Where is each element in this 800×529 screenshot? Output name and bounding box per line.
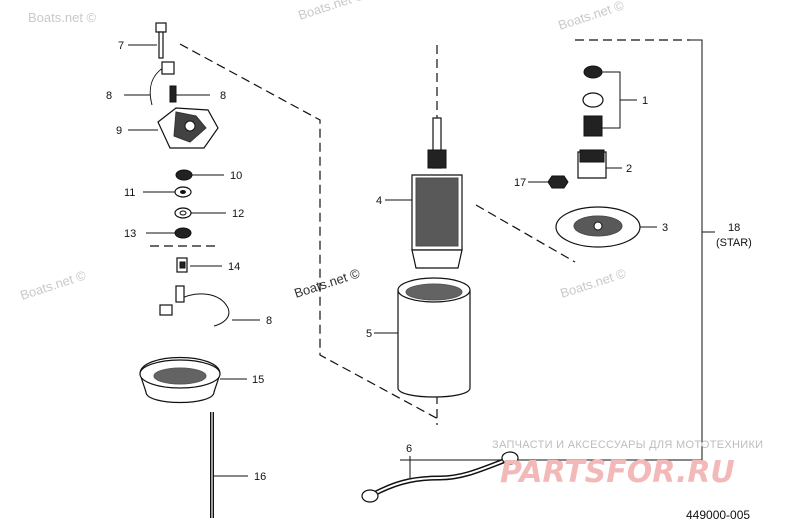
callout-9: 9 — [116, 125, 122, 137]
part-14-terminal[interactable] — [176, 257, 222, 273]
part-3-end-plate[interactable] — [555, 206, 657, 248]
callout-15: 15 — [252, 374, 264, 386]
callout-1: 1 — [642, 95, 648, 107]
watermark-top-right: Boats.net © — [556, 0, 626, 33]
callout-13: 13 — [124, 228, 136, 240]
callout-6: 6 — [406, 443, 412, 455]
callout-18-note: (STAR) — [716, 237, 752, 249]
promo-text: ЗАПЧАСТИ И АКСЕССУАРЫ ДЛЯ МОТОТЕХНИКИ — [492, 439, 763, 451]
watermark-mid-left: Boats.net © — [18, 267, 88, 302]
callout-10: 10 — [230, 170, 242, 182]
callout-8-c: 8 — [266, 315, 272, 327]
watermarks: Boats.net © Boats.net © Boats.net © Boat… — [18, 0, 628, 303]
part-16-through-bolt[interactable] — [210, 412, 248, 518]
part-11-washer[interactable] — [143, 186, 192, 198]
part-7-bolt[interactable] — [128, 22, 167, 59]
callout-14: 14 — [228, 261, 240, 273]
watermark-mid-right: Boats.net © — [558, 265, 628, 300]
callout-4: 4 — [376, 195, 382, 207]
watermark-top-left: Boats.net © — [28, 10, 97, 25]
starter-assembly-bracket — [400, 39, 715, 461]
callout-7: 7 — [118, 40, 124, 52]
part-4-armature[interactable] — [385, 117, 463, 269]
promo-overlay: ЗАПЧАСТИ И АКСЕССУАРЫ ДЛЯ МОТОТЕХНИКИ PA… — [492, 439, 763, 490]
part-9-brush-holder[interactable] — [128, 107, 219, 149]
left-alignment-dash — [179, 43, 441, 421]
callout-18: 18 — [728, 222, 740, 234]
part-1-pinion-stop-set[interactable] — [582, 65, 637, 137]
callout-16: 16 — [254, 471, 266, 483]
callout-11: 11 — [124, 187, 135, 199]
part-13-nut[interactable] — [146, 227, 192, 239]
part-10-nut[interactable] — [175, 169, 224, 181]
part-2-pinion[interactable] — [577, 149, 622, 179]
callouts: 7 8 8 9 10 11 12 13 14 8 15 16 4 5 6 1 2… — [106, 40, 752, 483]
part-8-brush-spring[interactable] — [169, 85, 210, 103]
callout-2: 2 — [626, 163, 632, 175]
part-6-battery-cable[interactable] — [361, 451, 519, 503]
part-8-lead-wire-lower[interactable] — [159, 285, 260, 327]
callout-8-b: 8 — [220, 90, 226, 102]
part-5-frame[interactable] — [374, 277, 471, 398]
callout-3: 3 — [662, 222, 668, 234]
pinion-dash — [475, 204, 576, 263]
callout-5: 5 — [366, 328, 372, 340]
callout-12: 12 — [232, 208, 244, 220]
watermark-top-center: Boats.net © — [296, 0, 366, 23]
watermark-center: Boats.net © — [292, 265, 362, 300]
part-12-washer[interactable] — [174, 207, 226, 219]
diagram-code: 449000-005 — [686, 508, 750, 522]
part-17-nut[interactable] — [528, 175, 569, 189]
callout-8-a: 8 — [106, 90, 112, 102]
partsfor-logo: PARTSFOR.RU — [500, 455, 735, 490]
callout-17: 17 — [514, 177, 526, 189]
part-15-end-cap[interactable] — [139, 356, 247, 404]
alignment-dashes — [179, 39, 690, 425]
part-8-lead-wire-upper[interactable] — [124, 61, 175, 106]
